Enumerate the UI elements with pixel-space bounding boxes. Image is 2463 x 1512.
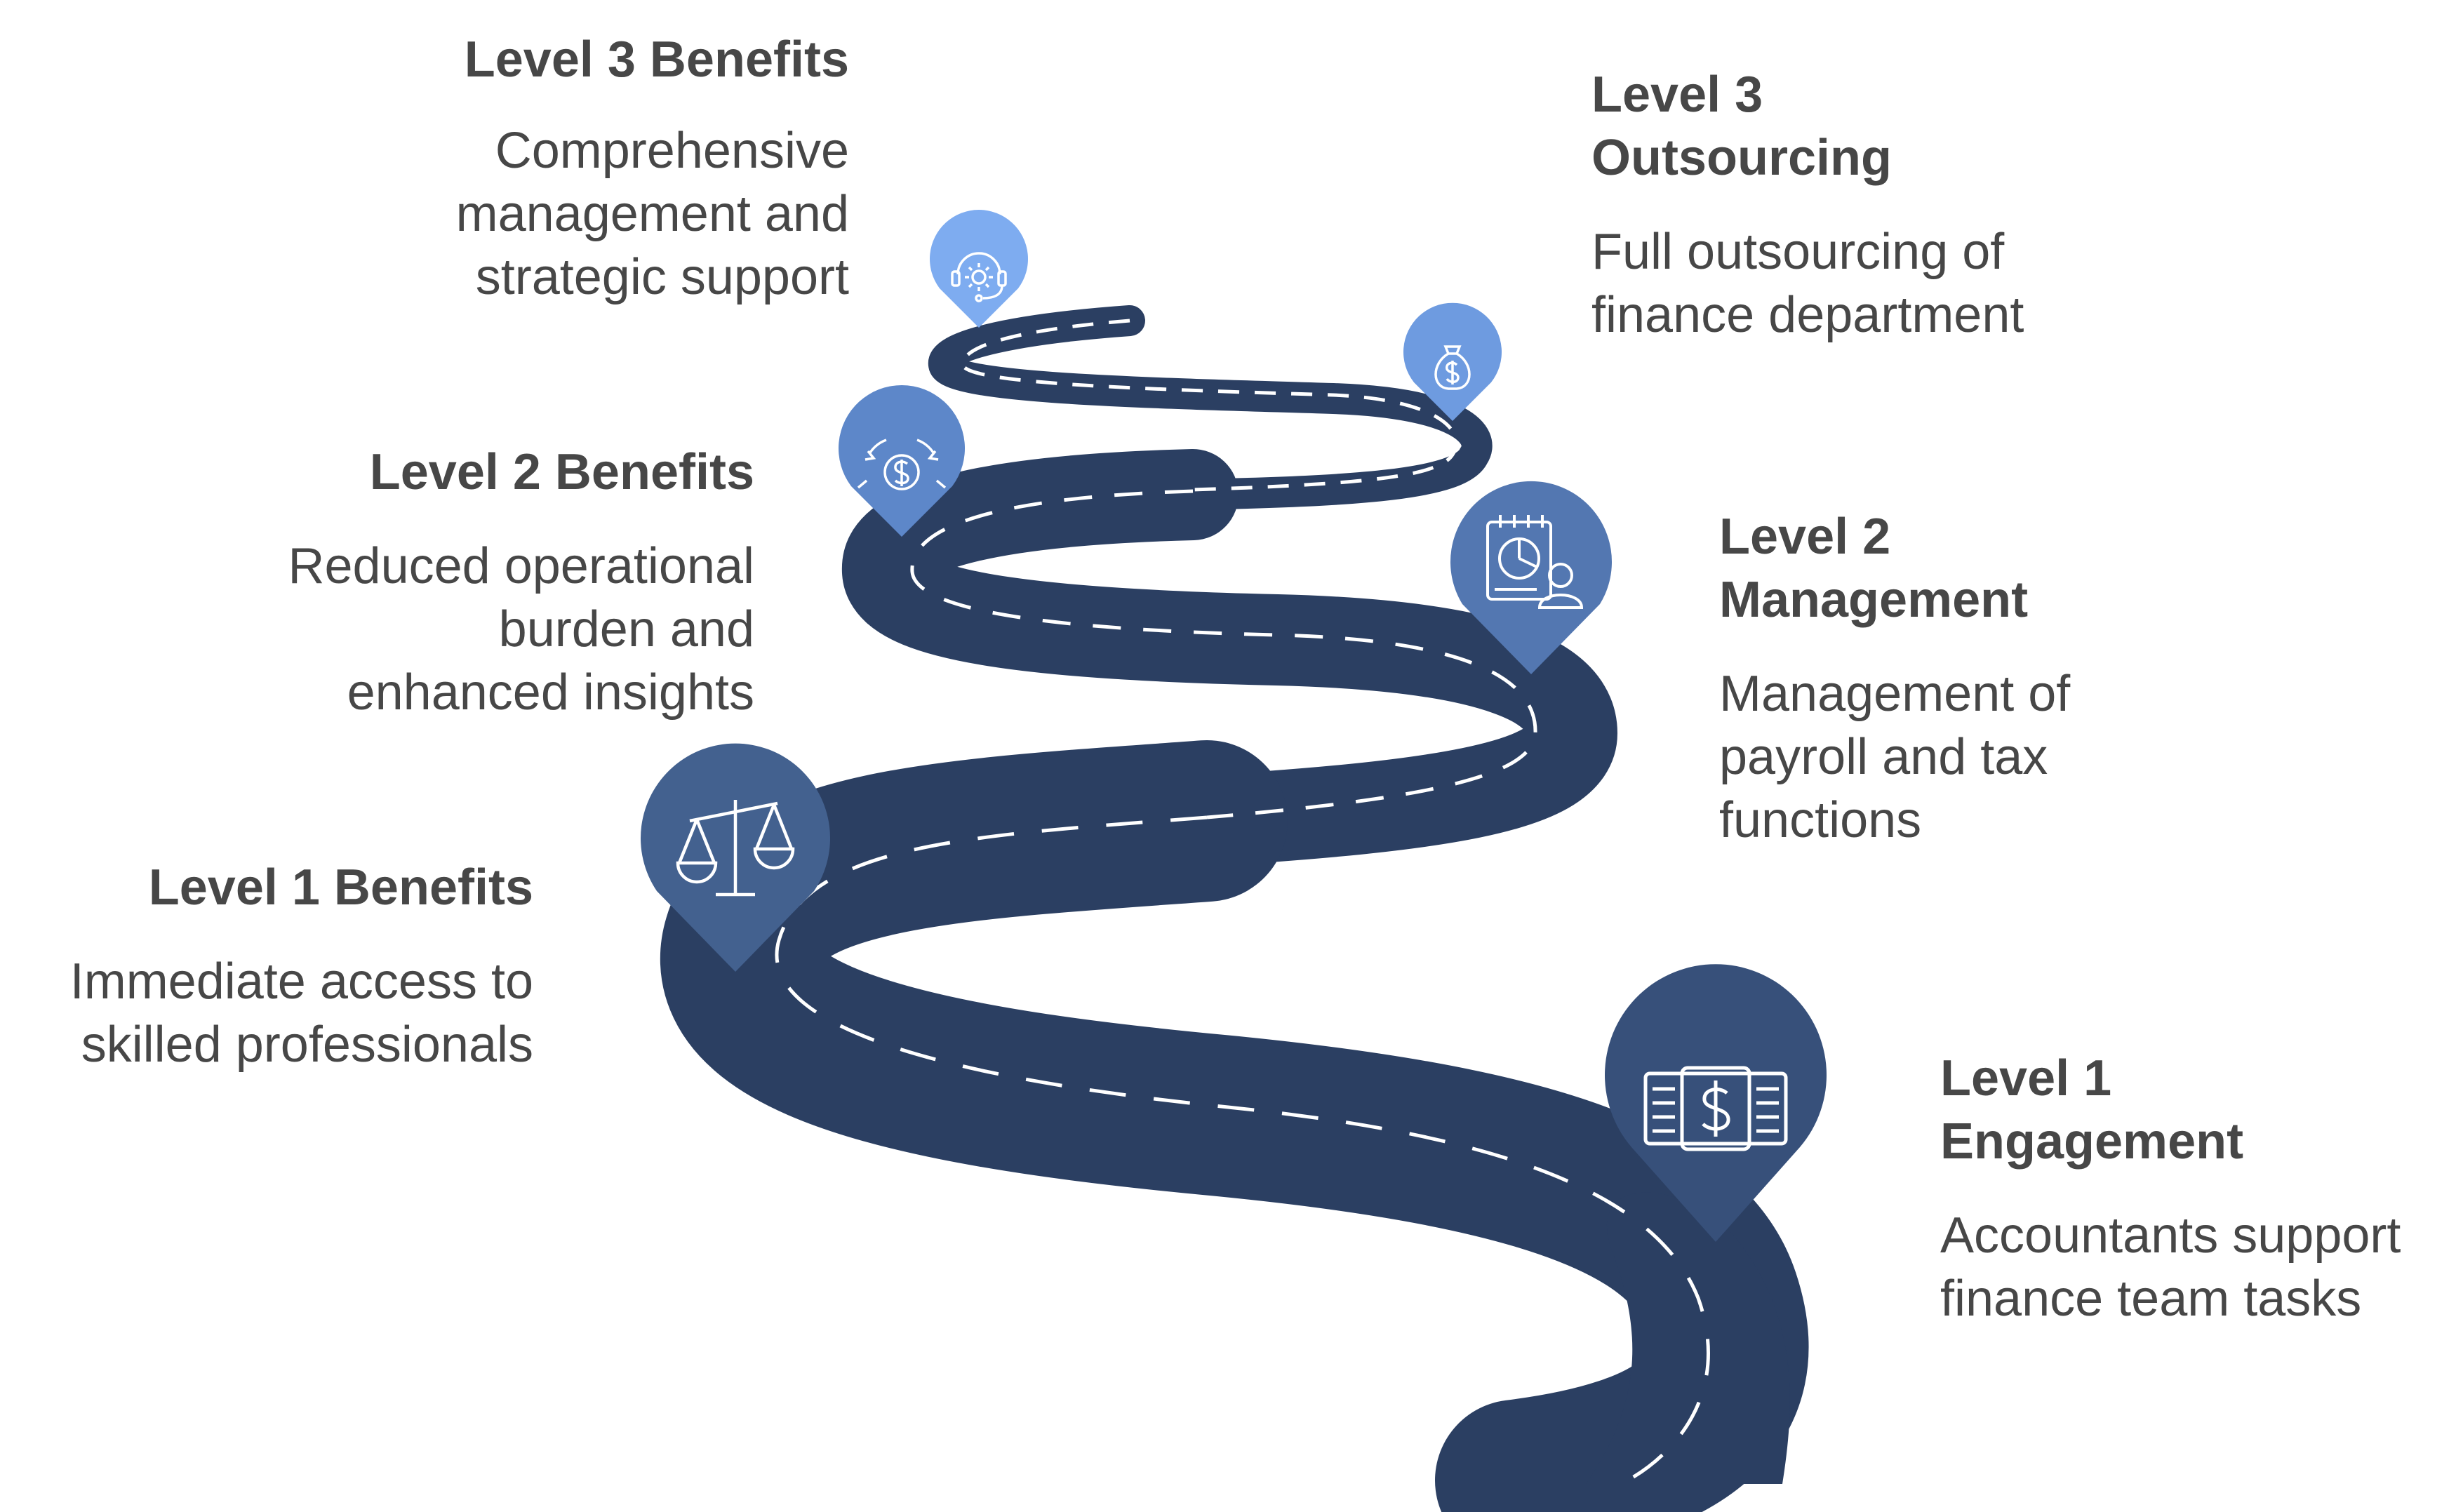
pin-level1-benefits (641, 743, 830, 972)
money-bag-icon (1434, 345, 1471, 390)
level2-management-description: Management of payroll and tax functions (1719, 666, 2071, 848)
road-segment-lower-mid (660, 740, 1809, 1512)
level2-benefits-description: Reduced operational burden and enhanced … (288, 538, 755, 721)
label-level3-outsourcing: Level 3 Outsourcing Full outsourcing of … (1591, 63, 2024, 347)
level1-benefits-description: Immediate access to skilled professional… (69, 954, 533, 1073)
level1-engagement-title: Level 1 Engagement (1940, 1050, 2244, 1170)
level1-engagement-description: Accountants support finance team tasks (1940, 1207, 2401, 1327)
cash-icon (1643, 1066, 1788, 1151)
level2-management-title: Level 2 Management (1719, 509, 2029, 628)
level3-benefits-description: Comprehensive management and strategic s… (455, 123, 849, 305)
road-segment-top (928, 305, 1493, 510)
scale-icon (676, 800, 795, 897)
label-level2-management: Level 2 Management Management of payroll… (1719, 505, 2070, 852)
label-level3-benefits: Level 3 Benefits Comprehensive managemen… (456, 28, 849, 309)
road-segment-upper-mid (842, 449, 1618, 867)
level2-benefits-title: Level 2 Benefits (369, 444, 754, 500)
pin-level1-engagement (1605, 964, 1827, 1242)
level3-outsourcing-title: Level 3 Outsourcing (1591, 67, 1892, 186)
pin-level2-management (1450, 481, 1612, 674)
label-level1-engagement: Level 1 Engagement Accountants support f… (1940, 1047, 2401, 1330)
level3-outsourcing-description: Full outsourcing of finance department (1591, 224, 2024, 343)
support-gear-icon (951, 252, 1007, 302)
level3-benefits-title: Level 3 Benefits (464, 32, 849, 88)
savings-cycle-icon (857, 439, 947, 490)
label-level1-benefits: Level 1 Benefits Immediate access to ski… (70, 856, 533, 1076)
pin-level3-benefits (930, 210, 1028, 328)
road-segment-bottom (1396, 1192, 1790, 1484)
label-level2-benefits: Level 2 Benefits Reduced operational bur… (288, 441, 755, 724)
report-user-icon (1486, 515, 1584, 609)
pin-level3-outsourcing (1403, 302, 1502, 421)
pin-level2-benefits (839, 385, 965, 537)
level1-benefits-title: Level 1 Benefits (148, 859, 533, 916)
road-center-line (775, 319, 1710, 1486)
